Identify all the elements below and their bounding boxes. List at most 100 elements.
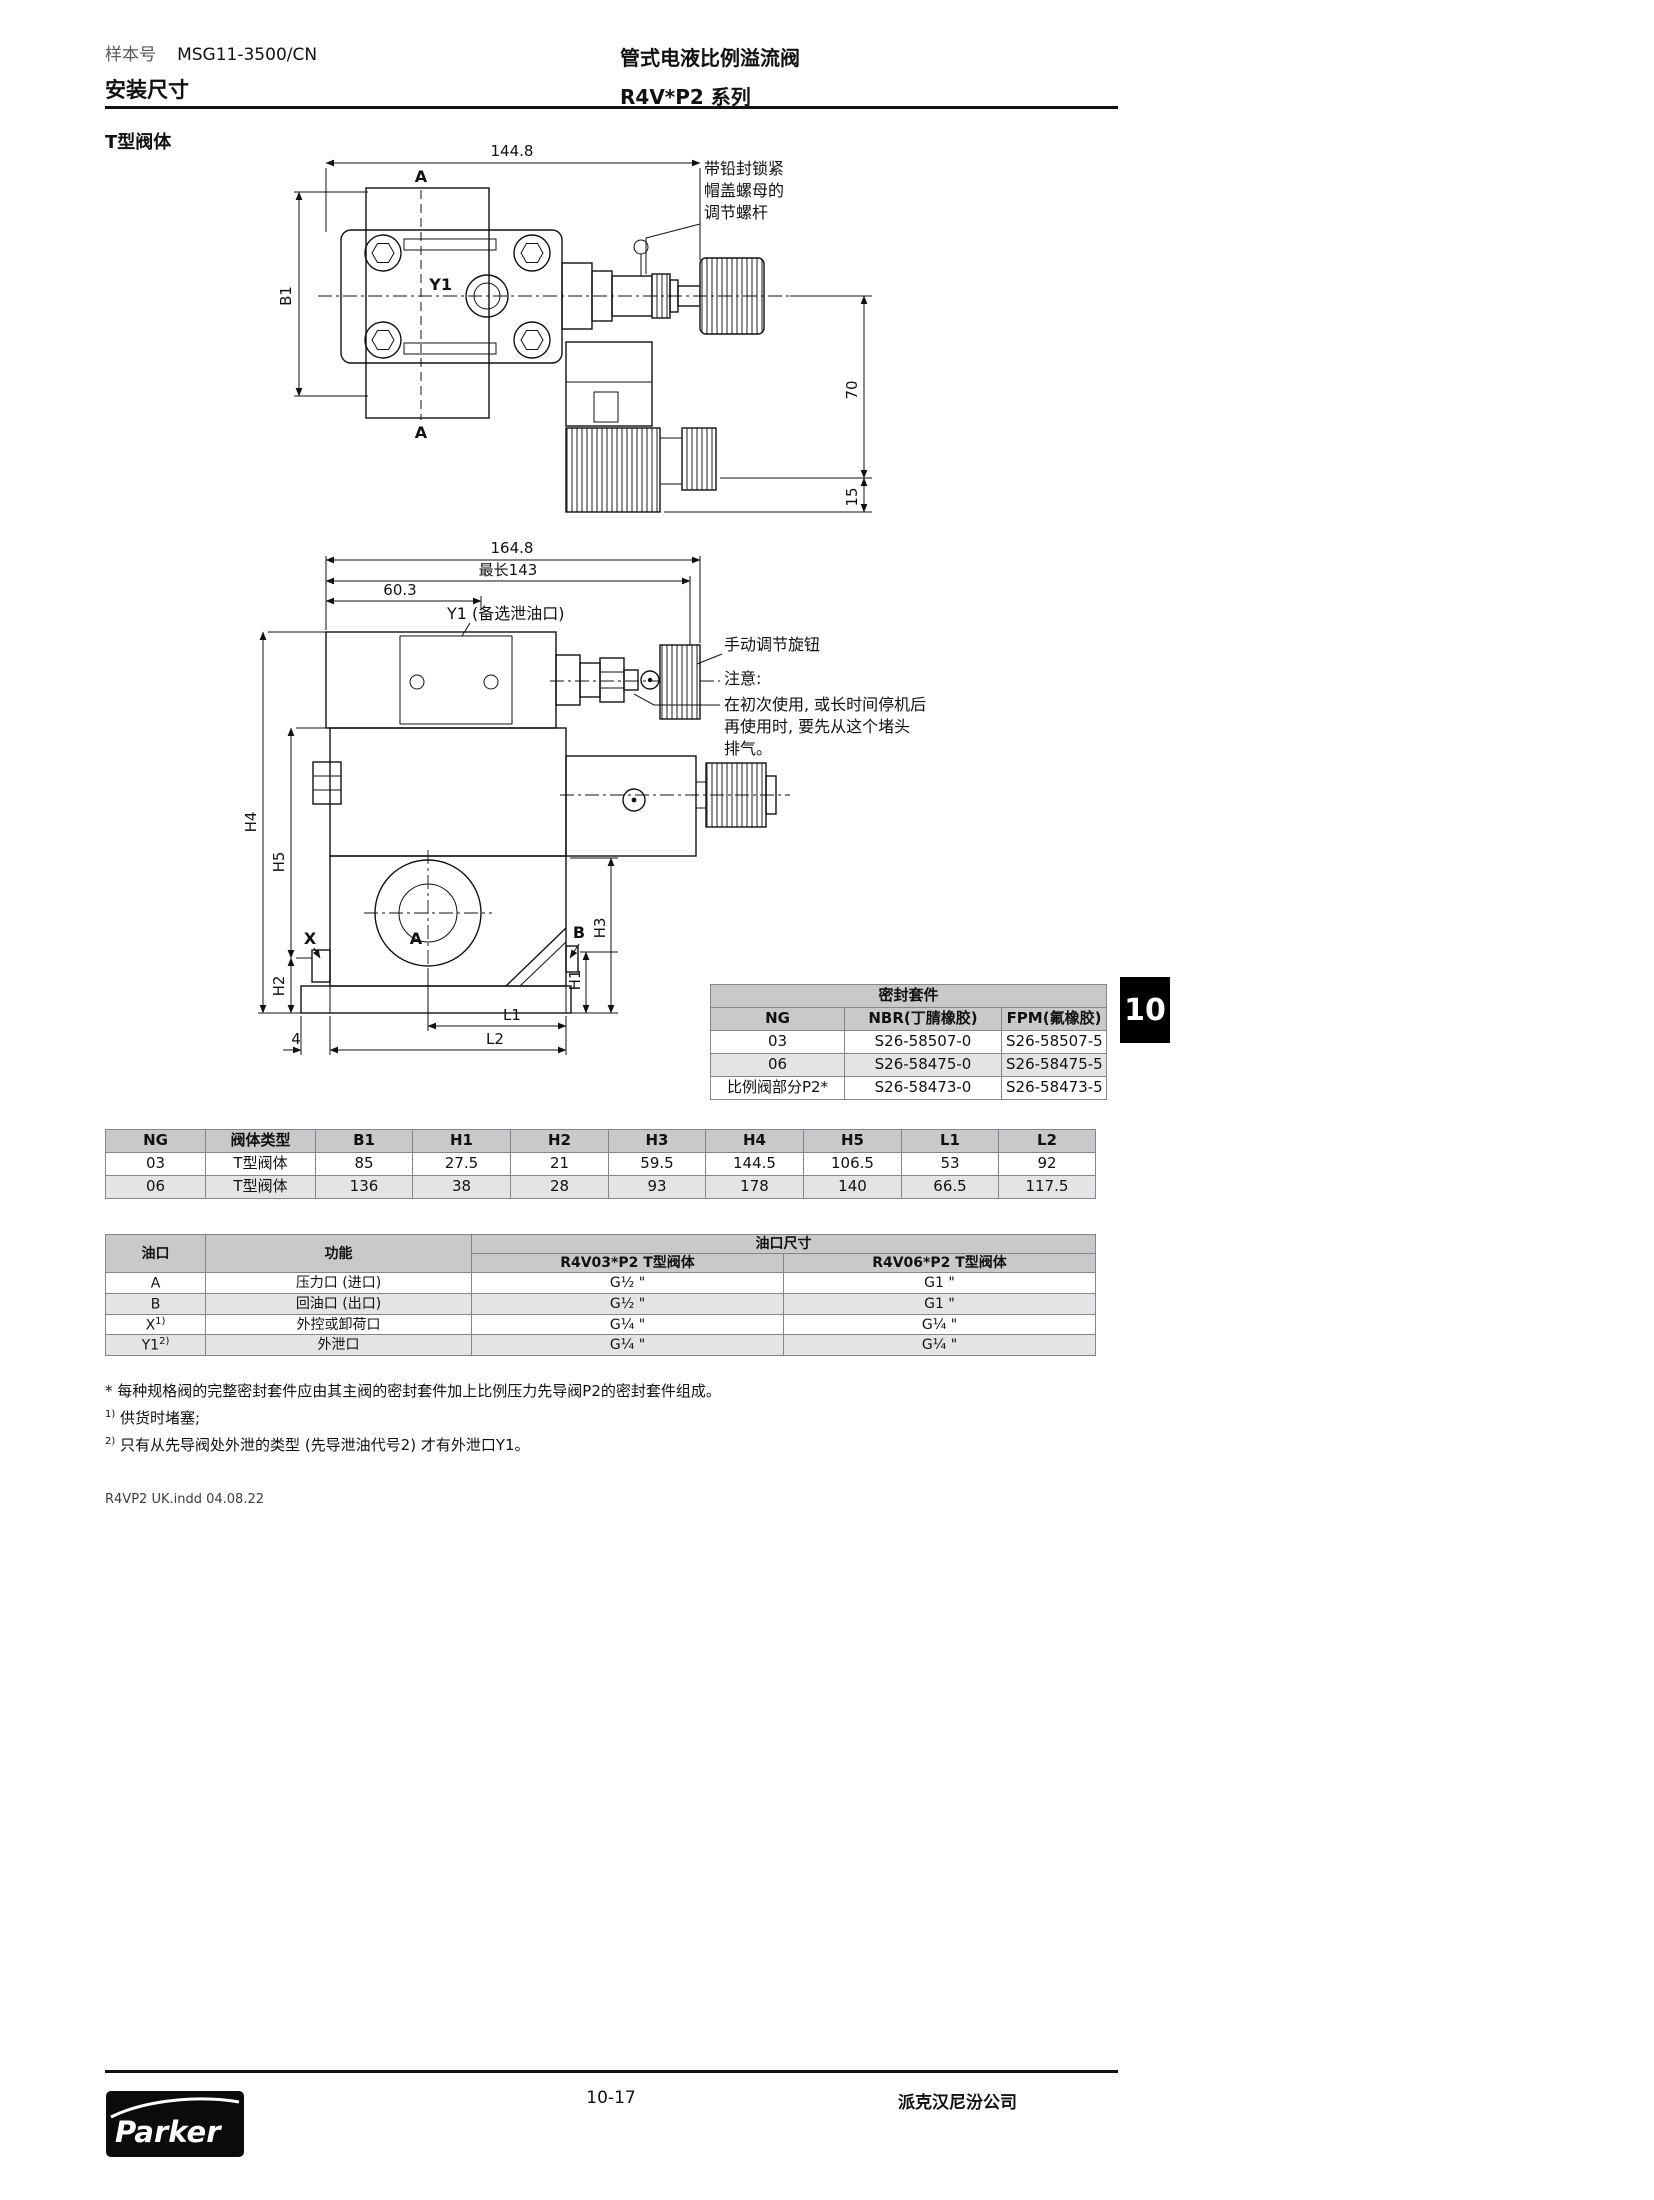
dim-h3-label: H3: [591, 918, 609, 939]
cell: 压力口 (进口): [205, 1272, 472, 1294]
doc-number-value: MSG11-3500/CN: [177, 45, 318, 65]
dim-l1-label: L1: [503, 1006, 521, 1024]
column-header: H2: [510, 1129, 609, 1153]
table-row: X1) 外控或卸荷口 G¼ " G¼ ": [105, 1313, 1096, 1336]
cell: 178: [705, 1175, 804, 1199]
cell: 92: [998, 1152, 1096, 1176]
proportional-solenoid: [565, 755, 697, 857]
cell: 106.5: [803, 1152, 902, 1176]
dim-h2-label: H2: [270, 976, 288, 997]
port-y1-label: Y1: [428, 275, 452, 294]
dim-4-label: 4: [291, 1030, 301, 1048]
section-a-top-label: A: [415, 167, 428, 186]
column-header: FPM(氟橡胶): [1000, 1007, 1108, 1031]
column-header: L1: [901, 1129, 999, 1153]
port-b-label: B: [573, 923, 585, 942]
cell: 53: [901, 1152, 999, 1176]
port-x-label: X: [304, 929, 317, 948]
column-header: H1: [412, 1129, 511, 1153]
cell: G¼ ": [471, 1334, 784, 1357]
table-row: Y12) 外泄口 G¼ " G¼ ": [105, 1334, 1096, 1357]
column-header: 功能: [205, 1233, 472, 1274]
dim-l2-label: L2: [486, 1030, 504, 1048]
seal-table-header-row: NG NBR(丁腈橡胶) FPM(氟橡胶): [710, 1007, 1108, 1031]
port-table-subheader-row: R4V03*P2 T型阀体 R4V06*P2 T型阀体: [106, 1253, 1096, 1274]
port-a-label: A: [410, 929, 423, 948]
parker-logo-graphic: Parker: [106, 2091, 244, 2157]
page-number: 10-17: [586, 2088, 636, 2108]
table-row: 比例阀部分P2* S26-58473-0 S26-58473-5: [710, 1076, 1108, 1100]
parker-logo-text: Parker: [115, 2115, 222, 2149]
doc-number-line: 样本号 MSG11-3500/CN: [105, 40, 317, 65]
cell: S26-58473-5: [1000, 1076, 1108, 1100]
dim-h5-label: H5: [270, 852, 288, 873]
cell: S26-58473-0: [844, 1076, 1002, 1100]
cell: S26-58507-0: [844, 1030, 1002, 1054]
solenoid-coil: [565, 427, 661, 513]
bleed-plug: [599, 657, 625, 703]
table-row: A 压力口 (进口) G½ " G1 ": [105, 1272, 1096, 1294]
chapter-tab: 10: [1120, 977, 1170, 1043]
table-row: 06 S26-58475-0 S26-58475-5: [710, 1053, 1108, 1077]
table-row: 03 S26-58507-0 S26-58507-5: [710, 1030, 1108, 1054]
port-cell: Y12): [105, 1334, 206, 1357]
column-header: 油口: [105, 1233, 206, 1274]
cell: 136: [315, 1175, 413, 1199]
footnote: 2) 只有从先导阀处外泄的类型 (先导泄油代号2) 才有外泄口Y1。: [105, 1436, 530, 1454]
port-table-header-row: 油口 功能 油口尺寸: [105, 1233, 1096, 1274]
port-cell: X1): [105, 1313, 206, 1336]
seal-table-title-row: 密封套件: [709, 984, 1108, 1008]
column-header: H4: [705, 1129, 804, 1153]
note-line3: 排气。: [724, 739, 772, 758]
cell: 59.5: [608, 1152, 706, 1176]
port-cell: B: [105, 1292, 206, 1315]
cell: 06: [710, 1053, 845, 1077]
dim-603-label: 60.3: [383, 581, 416, 599]
cell: S26-58475-0: [844, 1053, 1002, 1077]
cell: 21: [510, 1152, 609, 1176]
cell: 03: [105, 1152, 206, 1176]
header-rule: [105, 106, 1118, 109]
cell: G¼ ": [471, 1313, 784, 1336]
dim-164-label: 164.8: [491, 539, 534, 557]
table-row: 06 T型阀体 136 38 28 93 178 140 66.5 117.5: [105, 1175, 1096, 1199]
cell: 144.5: [705, 1152, 804, 1176]
seal-table-title: 密封套件: [709, 984, 1108, 1008]
column-header: NBR(丁腈橡胶): [844, 1007, 1002, 1031]
cell: 38: [412, 1175, 511, 1199]
column-header: 阀体类型: [205, 1129, 316, 1153]
cell: 93: [608, 1175, 706, 1199]
dim-h1-label: H1: [566, 970, 584, 991]
dim-table-header-row: NG 阀体类型 B1 H1 H2 H3 H4 H5 L1 L2: [105, 1129, 1096, 1153]
top-view-drawing: 144.8 A A B1 Y1: [277, 142, 872, 513]
cell: 06: [105, 1175, 206, 1199]
din-connector: [565, 341, 653, 427]
cell: 03: [710, 1030, 845, 1054]
dim-144-label: 144.8: [491, 142, 534, 160]
cell: 比例阀部分P2*: [710, 1076, 845, 1100]
body-type-heading: T型阀体: [105, 132, 172, 153]
footnote: * 每种规格阀的完整密封套件应由其主阀的密封套件加上比例压力先导阀P2的密封套件…: [105, 1382, 721, 1400]
front-view-drawing: 164.8 最长143 60.3 Y1 (备选泄油口) 手动调节旋钮: [242, 539, 926, 1055]
footnotes: * 每种规格阀的完整密封套件应由其主阀的密封套件加上比例压力先导阀P2的密封套件…: [105, 1380, 1105, 1457]
cell: 66.5: [901, 1175, 999, 1199]
footnote: 1) 供货时堵塞;: [105, 1409, 201, 1427]
cell: 117.5: [998, 1175, 1096, 1199]
column-header: B1: [315, 1129, 413, 1153]
cell: G1 ": [783, 1292, 1096, 1315]
port-x-boss: [311, 949, 331, 983]
note-title: 注意:: [724, 669, 761, 688]
column-header: R4V03*P2 T型阀体: [471, 1253, 784, 1274]
port-cell: A: [105, 1272, 206, 1294]
cell: 27.5: [412, 1152, 511, 1176]
cell: 外泄口: [205, 1334, 472, 1357]
port-table: 油口 功能 油口尺寸 R4V03*P2 T型阀体 R4V06*P2 T型阀体 A…: [105, 1233, 1096, 1357]
section-a-bottom-label: A: [415, 423, 428, 442]
cell: T型阀体: [205, 1175, 316, 1199]
column-header: R4V06*P2 T型阀体: [783, 1253, 1096, 1274]
footer-rule: [105, 2070, 1118, 2073]
cell: G½ ": [471, 1272, 784, 1294]
cell: T型阀体: [205, 1152, 316, 1176]
